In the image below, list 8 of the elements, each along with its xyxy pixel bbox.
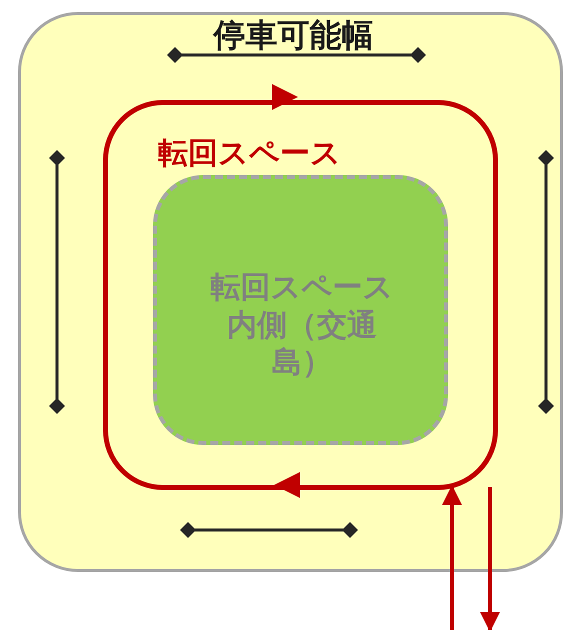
turning-loop [103, 100, 498, 490]
arrow [480, 487, 500, 630]
traffic-island [153, 175, 448, 445]
arrow [442, 485, 462, 630]
island-label: 転回スペース内側（交通島） [210, 269, 394, 382]
loop-label: 転回スペース [158, 135, 341, 172]
area-label: 停車可能幅 [212, 15, 374, 55]
stopping-area [18, 12, 563, 572]
